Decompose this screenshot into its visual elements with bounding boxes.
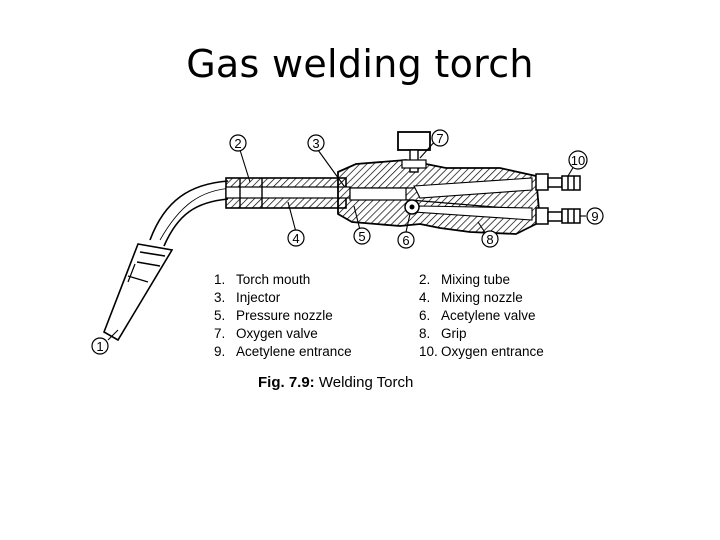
- legend-item: 4.Mixing nozzle: [419, 290, 523, 305]
- callout-3: 3: [307, 134, 325, 152]
- legend-item: 7.Oxygen valve: [214, 326, 318, 341]
- callout-10: 10: [568, 150, 588, 170]
- callout-4: 4: [287, 229, 305, 247]
- svg-text:10: 10: [571, 153, 585, 168]
- svg-text:2: 2: [234, 136, 241, 151]
- callout-5: 5: [353, 227, 371, 245]
- slide-title: Gas welding torch: [186, 42, 534, 86]
- svg-text:5: 5: [358, 229, 365, 244]
- callout-9: 9: [586, 207, 604, 225]
- torch-tip: [103, 180, 234, 342]
- torch-body-front: [225, 177, 351, 209]
- legend-item: 5.Pressure nozzle: [214, 308, 333, 323]
- legend-item: 6.Acetylene valve: [419, 308, 536, 323]
- svg-text:9: 9: [591, 209, 598, 224]
- callout-6: 6: [397, 231, 415, 249]
- svg-text:8: 8: [486, 232, 493, 247]
- svg-text:4: 4: [292, 231, 299, 246]
- parts-legend: 1.Torch mouth 2.Mixing tube 3.Injector 4…: [214, 272, 574, 364]
- legend-item: 9.Acetylene entrance: [214, 344, 352, 359]
- callout-1: 1: [91, 337, 109, 355]
- figure-caption-text: Welding Torch: [318, 374, 414, 391]
- callout-2: 2: [229, 134, 247, 152]
- hose-fittings: [535, 173, 581, 225]
- legend-item: 3.Injector: [214, 290, 281, 305]
- figure-caption: Fig. 7.9: Welding Torch: [258, 374, 413, 391]
- figure-number: Fig. 7.9:: [258, 374, 315, 391]
- svg-text:3: 3: [312, 136, 319, 151]
- svg-text:6: 6: [402, 233, 409, 248]
- torch-handle: [337, 131, 541, 235]
- callout-7: 7: [431, 129, 449, 147]
- svg-text:1: 1: [96, 339, 103, 354]
- callout-8: 8: [481, 230, 499, 248]
- legend-item: 2.Mixing tube: [419, 272, 511, 287]
- svg-text:7: 7: [436, 131, 443, 146]
- legend-item: 1.Torch mouth: [214, 272, 311, 287]
- legend-item: 10.Oxygen entrance: [419, 344, 544, 359]
- legend-item: 8.Grip: [419, 326, 467, 341]
